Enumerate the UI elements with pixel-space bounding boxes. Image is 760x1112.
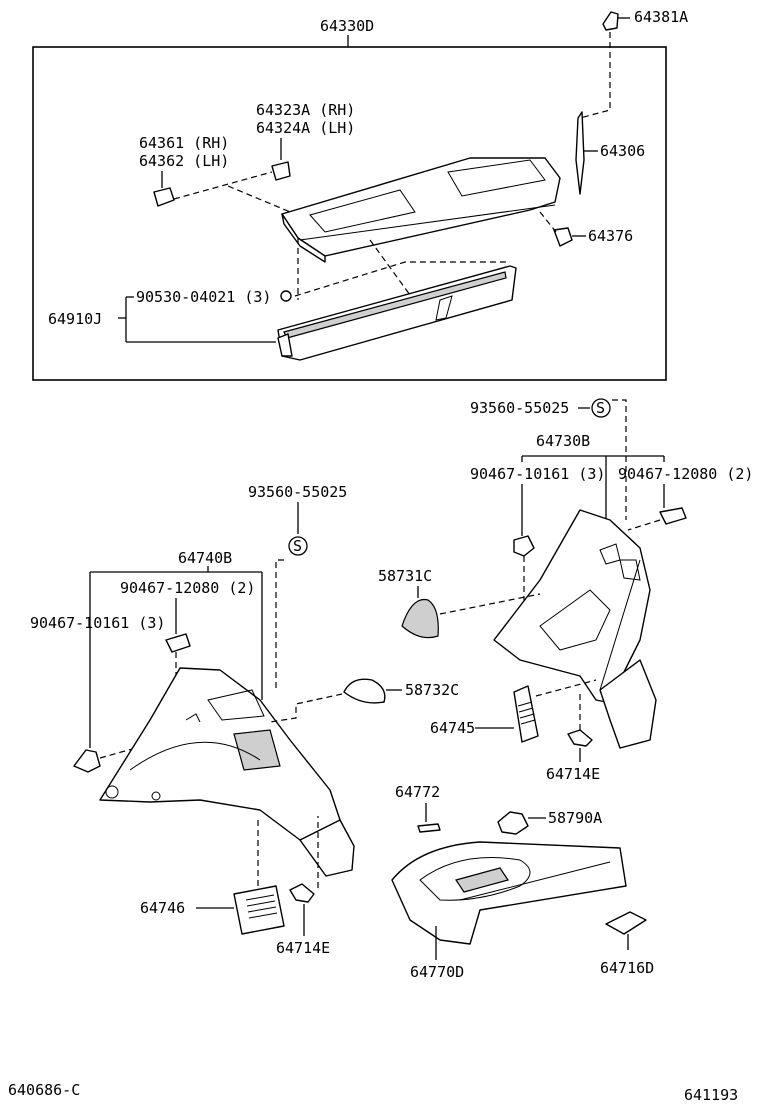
footer-code-right: 641193 (684, 1086, 738, 1104)
fastener-64376-icon (553, 227, 573, 247)
grille-64746-icon (233, 885, 285, 935)
trim-panel-right-64730b (493, 509, 657, 749)
floor-panel-64770d (391, 841, 627, 945)
label-64772: 64772 (395, 783, 440, 801)
label-64740b: 64740B (178, 549, 232, 567)
label-90467-10161-left: 90467-10161 (3) (30, 614, 165, 632)
label-90467-12080-right: 90467-12080 (2) (618, 465, 753, 483)
shelf-assy-box (32, 46, 667, 381)
screw-90530-icon (280, 290, 292, 302)
clip-90467-right-icon (513, 535, 535, 557)
label-64770d: 64770D (410, 963, 464, 981)
clip-64714e-left-icon (289, 883, 315, 903)
clip-64714e-right-icon (567, 729, 593, 747)
label-64324a: 64324A (LH) (256, 119, 355, 137)
trim-panel-left-64740b (99, 667, 355, 877)
label-64376: 64376 (588, 227, 633, 245)
pad-64772-icon (417, 823, 441, 833)
label-58731c: 58731C (378, 567, 432, 585)
label-64714e-left: 64714E (276, 939, 330, 957)
cap-58731c-icon (401, 598, 439, 639)
label-93560-left: 93560-55025 (248, 483, 347, 501)
label-58732c: 58732C (405, 681, 459, 699)
label-93560-right: 93560-55025 (470, 399, 569, 417)
label-64306: 64306 (600, 142, 645, 160)
label-64330d: 64330D (320, 17, 374, 35)
screw-s-symbol-left-icon: S (288, 536, 308, 556)
svg-text:S: S (596, 399, 605, 417)
clip-90467-10161-left-icon (73, 749, 101, 773)
cover-64716d-icon (605, 911, 647, 935)
label-64381a: 64381A (634, 8, 688, 26)
label-64910j: 64910J (48, 310, 102, 328)
label-90530: 90530-04021 (3) (136, 288, 271, 306)
bracket-64323a-icon (271, 161, 291, 181)
label-64361: 64361 (RH) (139, 134, 229, 152)
label-90467-12080-left: 90467-12080 (2) (120, 579, 255, 597)
label-90467-10161-right: 90467-10161 (3) (470, 465, 605, 483)
clip-90467-12080-left-icon (165, 633, 191, 653)
package-tray-shelf (281, 157, 561, 263)
rear-panel-64910j (277, 265, 517, 361)
clip-64381a (602, 11, 630, 31)
holder-64361-icon (153, 187, 175, 207)
label-64716d: 64716D (600, 959, 654, 977)
hook-58790a-icon (497, 811, 529, 835)
svg-text:S: S (293, 537, 302, 555)
label-64745: 64745 (430, 719, 475, 737)
label-64362: 64362 (LH) (139, 152, 229, 170)
label-64714e-right: 64714E (546, 765, 600, 783)
cap-58732c-icon (343, 678, 386, 704)
rod-64306 (575, 111, 598, 195)
label-64746: 64746 (140, 899, 185, 917)
label-64323a: 64323A (RH) (256, 101, 355, 119)
label-64730b: 64730B (536, 432, 590, 450)
label-58790a: 58790A (548, 809, 602, 827)
footer-code-left: 640686-C (8, 1081, 80, 1099)
screw-s-symbol-icon: S (591, 398, 611, 418)
grille-64745-icon (513, 685, 539, 743)
clip-90467-12080-right-icon (659, 507, 687, 525)
